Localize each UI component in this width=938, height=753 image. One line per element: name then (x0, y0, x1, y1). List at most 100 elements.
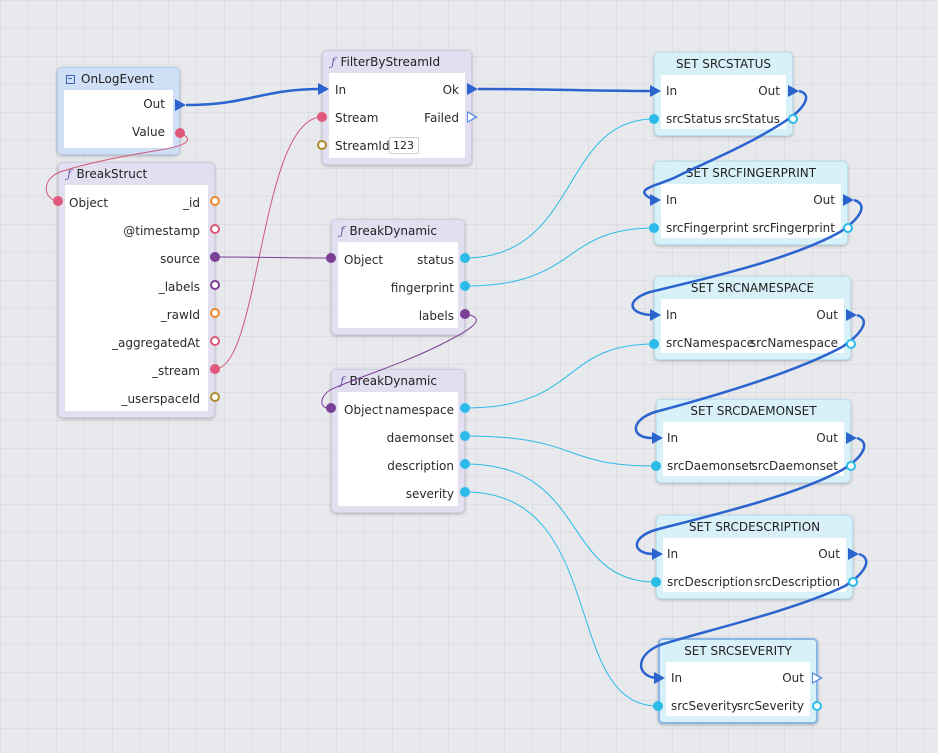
set-srcnamespace-node[interactable]: SET SRCNAMESPACE In Out srcNamespace src… (654, 276, 851, 360)
daemonset-out-pin[interactable] (460, 431, 470, 441)
value-out-pin[interactable] (846, 461, 856, 471)
rawid-label: _rawId (160, 308, 200, 322)
node-header[interactable]: SET SRCNAMESPACE (655, 277, 850, 299)
fingerprint-out-pin[interactable] (460, 281, 470, 291)
value-out-pin[interactable] (788, 114, 798, 124)
labels-out-pin[interactable] (460, 309, 470, 319)
pin-in-label: srcFingerprint (666, 221, 749, 235)
value-in-pin[interactable] (653, 701, 663, 711)
exec-in-pin[interactable] (650, 194, 661, 206)
onlogevent-node[interactable]: OnLogEvent Out Value (57, 67, 180, 155)
node-header[interactable]: SET SRCDAEMONSET (657, 400, 850, 422)
object-in-pin[interactable] (326, 403, 336, 413)
node-title: SET SRCNAMESPACE (690, 281, 815, 295)
labels-out-pin[interactable] (210, 280, 220, 290)
value-in-pin[interactable] (651, 577, 661, 587)
object-in-pin[interactable] (53, 196, 63, 206)
stream-in-pin[interactable] (317, 112, 327, 122)
set-srcdescription-node[interactable]: SET SRCDESCRIPTION In Out srcDescription… (656, 515, 853, 599)
value-in-pin[interactable] (649, 114, 659, 124)
daemonset-label: daemonset (386, 431, 454, 445)
exec-out-pin[interactable] (788, 85, 799, 97)
set-srcfingerprint-node[interactable]: SET SRCFINGERPRINT In Out srcFingerprint… (654, 161, 848, 245)
dynamic-wire (214, 256, 332, 259)
namespace-out-pin[interactable] (460, 403, 470, 413)
aggregatedat-out-pin[interactable] (210, 336, 220, 346)
node-header[interactable]: SET SRCFINGERPRINT (655, 162, 847, 184)
set-srcstatus-node[interactable]: SET SRCSTATUS In Out srcStatus srcStatus (654, 52, 793, 136)
node-header[interactable]: OnLogEvent (58, 68, 179, 90)
string-wire (464, 463, 657, 583)
exec-in-pin[interactable] (650, 309, 661, 321)
string-wire (464, 227, 655, 287)
value-in-pin[interactable] (649, 339, 659, 349)
value-out-pin[interactable] (846, 339, 856, 349)
value-in-pin[interactable] (651, 461, 661, 471)
failed-label: Failed (424, 111, 459, 125)
exec-in-pin[interactable] (652, 432, 663, 444)
exec-in-pin[interactable] (652, 548, 663, 560)
node-header[interactable]: SET SRCDESCRIPTION (657, 516, 852, 538)
exec-in-pin[interactable] (650, 85, 661, 97)
exec-in-pin[interactable] (318, 83, 329, 95)
exec-out-pin[interactable] (846, 432, 857, 444)
exec-failed-pin[interactable] (467, 111, 478, 123)
object-label: Object (69, 196, 109, 210)
description-out-pin[interactable] (460, 459, 470, 469)
function-icon: ƒ (340, 374, 345, 388)
value-in-pin[interactable] (649, 223, 659, 233)
node-title: BreakDynamic (349, 224, 437, 238)
pin-out-label: srcNamespace (749, 336, 838, 350)
fingerprint-label: fingerprint (390, 281, 454, 295)
value-out-pin[interactable] (175, 128, 185, 138)
node-title: SET SRCSTATUS (675, 57, 772, 71)
pin-in-label: srcDescription (667, 575, 753, 589)
exec-wire (185, 87, 323, 107)
value-out-pin[interactable] (848, 577, 858, 587)
node-header[interactable]: SET SRCSTATUS (655, 53, 792, 75)
status-out-pin[interactable] (460, 253, 470, 263)
exec-out-pin[interactable] (843, 194, 854, 206)
pin-out-label: srcFingerprint (752, 221, 835, 235)
exec-out-pin[interactable] (812, 672, 823, 684)
event-icon (66, 75, 75, 84)
source-out-pin[interactable] (210, 252, 220, 262)
out-label: Out (816, 431, 838, 445)
value-out-pin[interactable] (812, 701, 822, 711)
exec-in-pin[interactable] (654, 672, 665, 684)
object-in-pin[interactable] (326, 253, 336, 263)
exec-out-pin[interactable] (848, 548, 859, 560)
exec-ok-pin[interactable] (467, 83, 478, 95)
pin-out-label: srcDescription (754, 575, 840, 589)
string-wire (464, 343, 655, 409)
severity-out-pin[interactable] (460, 487, 470, 497)
rawid-out-pin[interactable] (210, 308, 220, 318)
set-srcseverity-node[interactable]: SET SRCSEVERITY In Out srcSeverity srcSe… (658, 638, 818, 724)
exec-out-pin[interactable] (846, 309, 857, 321)
out-label: Out (758, 84, 780, 98)
exec-out-pin[interactable] (175, 99, 186, 111)
stream-out-pin[interactable] (210, 364, 220, 374)
set-srcdaemonset-node[interactable]: SET SRCDAEMONSET In Out srcDaemonset src… (656, 399, 851, 483)
exec-wire (477, 87, 653, 93)
timestamp-out-pin[interactable] (210, 224, 220, 234)
in-label: In (667, 431, 679, 445)
string-wire (464, 491, 659, 707)
pin-in-label: srcSeverity (671, 699, 739, 713)
value-out-pin[interactable] (843, 223, 853, 233)
id-out-pin[interactable] (210, 196, 220, 206)
string-wire (464, 435, 655, 467)
object-label: Object (344, 253, 384, 267)
streamid-input[interactable]: 123 (389, 137, 419, 154)
streamid-in-pin[interactable] (317, 140, 327, 150)
node-header[interactable]: SET SRCSEVERITY (660, 640, 816, 662)
userspaceid-out-pin[interactable] (210, 392, 220, 402)
